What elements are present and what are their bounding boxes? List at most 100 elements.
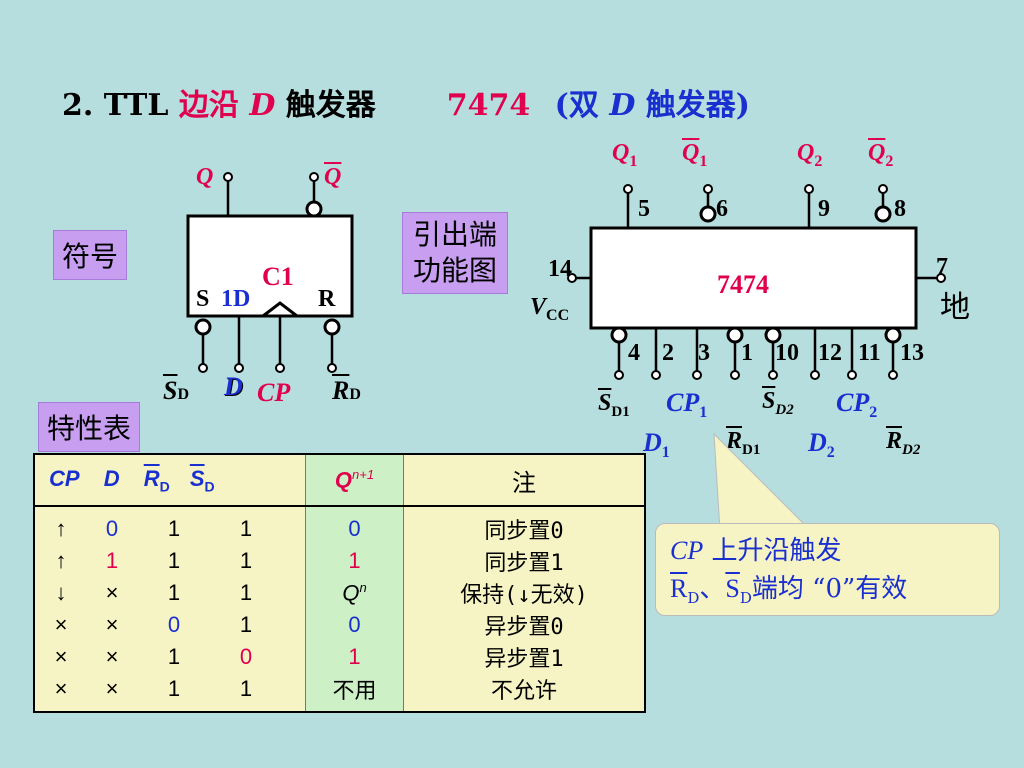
pin-num-7: 7 [936,254,948,280]
cell-cp: ↑ [55,516,67,541]
pin-num-6: 6 [716,196,728,222]
pin4-inverter [610,326,628,344]
pinout-label-line1: 引出端 [413,218,498,251]
pin-num-14: 14 [548,256,572,282]
header-note: 注 [403,454,645,507]
symbol-label: 符号 [53,230,128,280]
cell-rd: 1 [167,580,181,605]
header-rd-sub: D [159,478,170,495]
title-trigger: 触发器 [275,88,376,123]
cell-q: 不用 [305,673,404,712]
rd-terminal [327,363,337,373]
cell-note: 同步置0 [403,506,645,545]
title-part: 7474 [446,88,531,123]
cell-q: 0 [305,609,404,641]
clock-triangle [262,301,298,318]
d1-sub: 1 [661,444,670,462]
rd1-text: R [726,428,743,454]
header-cp: CP [49,465,80,491]
cell-cp: ↓ [55,580,67,605]
cell-sd: 1 [239,580,253,605]
callout-r-sub: D [687,589,700,608]
title-sub-rest: 触发器) [635,88,750,123]
pinout-label-line2: 功能图 [413,254,498,287]
callout-sep: 、 [699,574,726,604]
q1bar-text: Q [682,140,700,166]
cell-q: Qn [305,577,404,609]
pin10-terminal [768,370,778,380]
callout-s-sub: D [739,589,752,608]
symbol-q-label: Q [196,164,214,190]
header-q-sup: n+1 [352,466,375,482]
rd2-label: RD2 [886,428,920,459]
pin12-terminal [810,370,820,380]
pin5-terminal [623,184,633,194]
q1-text: Q [612,140,630,166]
vcc-sub: CC [546,306,570,324]
rd2-text: R [886,428,903,454]
cell-note: 异步置1 [403,641,645,673]
cell-cp: × [54,644,68,669]
header-d: D [103,465,120,491]
title-sub-open: (双 [554,88,610,123]
sd2-label: SD2 [762,388,794,419]
d2-label: D2 [808,428,835,462]
cell-d: × [105,644,119,669]
pin-num-10: 10 [775,340,799,366]
chip-label: 7474 [717,270,769,299]
d2-text: D [808,428,827,457]
pin11-terminal [847,370,857,380]
q-terminal [223,172,233,182]
chip-body [589,226,918,330]
callout-line1-rest: 上升沿触发 [703,536,842,566]
pin-num-1: 1 [741,340,753,366]
pin-num-8: 8 [894,196,906,222]
sd1-text: S [598,390,612,416]
pin-num-13: 13 [900,340,924,366]
cell-note: 同步置1 [403,545,645,577]
pin6-terminal [703,184,713,194]
symbol-sd-sub: D [177,386,190,403]
cell-q: 1 [305,641,404,673]
cell-sd: 1 [239,676,253,701]
pin6-inverter [699,205,717,223]
q1-sub: 1 [629,152,638,170]
callout-line2: RD、SD端均 “0”有效 [670,570,985,617]
rd-inverter [323,318,341,336]
cp1-sub: 1 [699,404,708,422]
cell-d: 0 [105,516,119,541]
cp2-text: CP [836,388,870,417]
cell-rd: 1 [167,516,181,541]
q2-text: Q [797,140,815,166]
cell-cp: × [54,676,68,701]
callout-s: S [725,574,740,603]
pin9-terminal [804,184,814,194]
truth-table-header: CP D RD SD Qn+1 注 [34,454,645,507]
qbar-terminal [309,172,319,182]
q1bar-label: Q1 [682,140,707,171]
qbar-inverter [305,200,323,218]
sd1-sub: D1 [611,403,630,420]
pin8-terminal [878,184,888,194]
cell-d: × [105,612,119,637]
flipflop-symbol [186,172,354,373]
pin2-terminal [651,370,661,380]
gnd-label: 地 [940,290,970,325]
sd-inverter [194,318,212,336]
symbol-rd-label: RD [332,376,361,406]
callout-r: R [670,574,688,603]
vcc-text: V [530,294,547,320]
symbol-d-label: D [224,372,243,401]
callout-note: CP 上升沿触发 RD、SD端均 “0”有效 [655,523,1000,616]
symbol-c1-label: C1 [262,262,294,291]
pin13-terminal [888,370,898,380]
rd1-sub: D1 [742,441,761,458]
